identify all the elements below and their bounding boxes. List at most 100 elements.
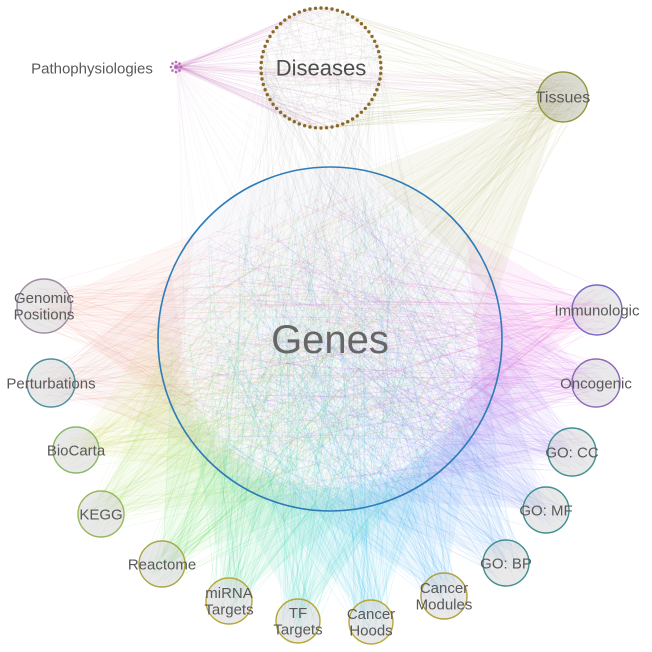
diseases-dot [319, 6, 323, 10]
edge-wedge-tf_targets-genes [224, 474, 403, 621]
diseases-dot [259, 60, 263, 65]
node-label-diseases: Diseases [276, 56, 366, 81]
diseases-dot [363, 25, 367, 30]
diseases-dot [260, 55, 264, 59]
node-label-oncogenic: Oncogenic [560, 375, 632, 392]
diseases-dot [350, 15, 355, 19]
edge-fan-genes-genes [175, 188, 488, 485]
diseases-dot [271, 102, 275, 106]
node-labels: GenesDiseasesPathophysiologiesTissuesGen… [6, 56, 640, 640]
diseases-dot [261, 82, 265, 87]
diseases-dot [259, 71, 263, 76]
diseases-dot [379, 66, 383, 70]
node-tissues[interactable] [537, 71, 589, 123]
node-genes[interactable] [157, 166, 503, 512]
diseases-dot [283, 114, 287, 118]
node-kegg[interactable] [77, 490, 125, 538]
node-genomic_positions[interactable] [16, 278, 72, 334]
node-label-tissues: Tissues [536, 90, 591, 107]
node-go_bp[interactable] [482, 539, 530, 587]
edge-wedge-reactome-genes [162, 402, 315, 564]
node-cancer_hoods[interactable] [348, 599, 394, 645]
diseases-dot [275, 25, 279, 30]
diseases-dot [297, 122, 301, 126]
diseases-dot [292, 12, 296, 16]
diseases-dot [263, 88, 267, 92]
diseases-dot [330, 125, 334, 129]
node-label-biocarta: BioCarta [47, 442, 106, 459]
edge-fan-go_mf-genes [184, 194, 564, 531]
node-reactome[interactable] [138, 540, 186, 588]
diseases-dot [260, 77, 264, 81]
diseases-dot [278, 110, 283, 115]
edge-fan-mirna_targets-genes [188, 187, 448, 620]
node-oncogenic[interactable] [571, 358, 621, 408]
diseases-dot [313, 126, 318, 130]
node-label-kegg: KEGG [79, 506, 122, 523]
diseases-dot [324, 6, 329, 10]
node-label-immunologic: Immunologic [554, 302, 640, 319]
edge-fan-go_cc-genes [186, 183, 593, 489]
edge-fan-oncogenic-genes [186, 182, 615, 489]
edge-fan-pathophysiologies-genes [172, 64, 444, 476]
edge-fan-tissues-genes [173, 77, 586, 487]
node-immunologic[interactable] [571, 284, 623, 336]
edge-wedge-tissues-genes [366, 97, 563, 296]
edge-wedges [44, 97, 597, 622]
diseases-dot [367, 30, 371, 34]
node-pathophysiologies[interactable] [169, 60, 183, 74]
diseases-dot [297, 10, 301, 14]
diseases-dot [370, 97, 374, 102]
node-cancer_modules[interactable] [420, 572, 468, 620]
edge-fan-cancer_modules-genes [194, 208, 466, 617]
diseases-dot [275, 106, 279, 111]
diseases-dot [375, 44, 379, 48]
star-petal-dot [174, 70, 178, 74]
diseases-dot [377, 82, 381, 87]
edge-wedge-oncogenic-genes [459, 274, 596, 452]
diseases-dot [261, 49, 265, 54]
edge-wedge-genomic_positions-genes [44, 232, 195, 412]
diseases-dot [319, 126, 323, 130]
diseases-dot [379, 60, 383, 65]
node-mirna_targets[interactable] [205, 577, 253, 625]
diseases-dot [378, 77, 382, 81]
diseases-dot [308, 125, 312, 129]
star-petal-dot [169, 65, 173, 69]
edge-fan-biocarta-genes [58, 194, 483, 478]
node-biocarta[interactable] [52, 426, 100, 474]
diseases-dot [265, 39, 269, 43]
node-label-genes: Genes [271, 318, 389, 362]
diseases-dot [324, 126, 329, 130]
diseases-dot [378, 55, 382, 59]
nodes [16, 6, 623, 645]
diseases-dot [346, 12, 350, 16]
diseases-dot [268, 97, 272, 102]
diseases-dot [359, 110, 364, 115]
diseases-dot [263, 44, 267, 48]
diseases-dot [271, 30, 275, 34]
node-perturbations[interactable] [26, 358, 76, 408]
diseases-dot [373, 39, 377, 43]
edge-fan-diseases-tissues [260, 7, 585, 128]
diseases-dot [287, 117, 292, 121]
node-diseases[interactable] [259, 6, 383, 130]
edge-fan-perturbations-genes [30, 191, 461, 498]
node-go_cc[interactable] [547, 427, 597, 477]
diseases-dot [265, 93, 269, 97]
node-tf_targets[interactable] [275, 598, 321, 644]
node-go_mf[interactable] [522, 486, 570, 534]
diseases-dot [287, 15, 292, 19]
diseases-dot [283, 18, 287, 22]
star-petal-dot [171, 69, 174, 72]
diseases-dot [341, 122, 345, 126]
edge-wedge-go_cc-genes [424, 319, 572, 483]
diseases-dot [292, 120, 296, 124]
node-label-perturbations: Perturbations [6, 375, 95, 392]
diseases-dot [259, 66, 263, 70]
edge-wedge-perturbations-genes [51, 273, 200, 451]
